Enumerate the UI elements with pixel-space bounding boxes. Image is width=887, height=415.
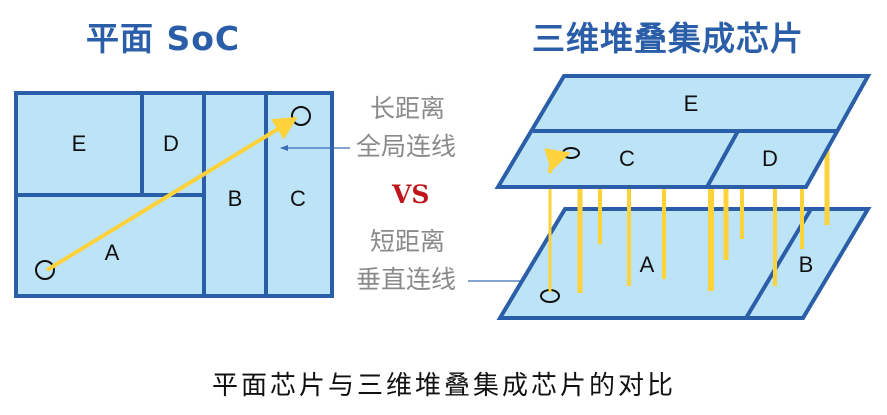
planar-soc: E D A B C bbox=[14, 91, 334, 298]
soc-block-d-label: D bbox=[163, 131, 179, 156]
circle-endpoint-icon bbox=[291, 106, 311, 126]
soc-block-a-label: A bbox=[105, 240, 120, 265]
vertical-wire-arrow bbox=[544, 148, 571, 174]
figure-caption: 平面芯片与三维堆叠集成芯片的对比 bbox=[212, 371, 677, 401]
stacked-chip: A B E C D bbox=[494, 74, 872, 320]
vertical-wires bbox=[548, 147, 830, 293]
vs-label: VS bbox=[392, 180, 430, 209]
top-divider-c-d bbox=[705, 130, 740, 188]
global-wire-label: 全局连线 bbox=[356, 132, 457, 161]
planar-soc-title: 平面 SoC bbox=[86, 19, 241, 58]
stack-block-b-label: B bbox=[799, 252, 814, 277]
global-wire-arrow bbox=[45, 116, 298, 272]
soc-block-b-label: B bbox=[228, 186, 243, 211]
stack-block-d-label: D bbox=[762, 146, 778, 171]
short-distance-label: 短距离 bbox=[370, 227, 446, 256]
circle-endpoint-icon bbox=[35, 260, 55, 280]
stack-block-e-label: E bbox=[684, 91, 699, 116]
soc-block-c-label: C bbox=[290, 186, 306, 211]
stacked-chip-title: 三维堆叠集成芯片 bbox=[532, 19, 804, 58]
stack-block-a-label: A bbox=[640, 252, 655, 277]
stack-block-c-label: C bbox=[619, 146, 635, 171]
vertical-wire-label: 垂直连线 bbox=[356, 265, 457, 294]
soc-block-e-label: E bbox=[72, 131, 87, 156]
long-distance-label: 长距离 bbox=[370, 94, 446, 123]
